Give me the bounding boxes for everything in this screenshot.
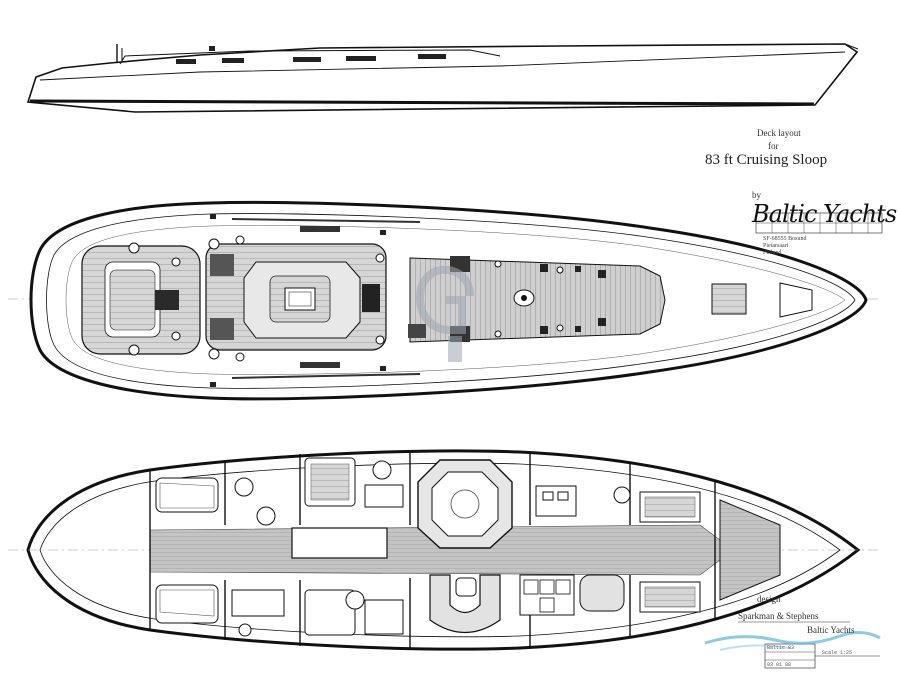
address-line-1: SF-68555 Bosund xyxy=(763,236,807,242)
watermark-wave xyxy=(704,631,881,645)
profile-port-3 xyxy=(293,57,321,62)
guest-berth-starboard xyxy=(304,589,356,636)
profile-winch xyxy=(209,46,215,51)
profile-deckhouse xyxy=(119,49,501,65)
companionway-hatch xyxy=(284,287,316,311)
address-line-3: Finland xyxy=(763,250,782,256)
profile-port-4 xyxy=(346,56,376,61)
builder-name: Baltic Yachts xyxy=(807,625,855,635)
profile-port-5 xyxy=(418,54,446,59)
title-block-row-2: Scale 1:25 xyxy=(822,650,853,656)
drawing-title: 83 ft Cruising Sloop xyxy=(705,152,828,168)
profile-view xyxy=(26,43,859,113)
profile-sheer xyxy=(39,51,846,81)
galley xyxy=(535,485,577,517)
by-caption: by xyxy=(752,190,761,200)
title-block-row-1: Baltic 83 xyxy=(767,645,795,651)
watermark-logo xyxy=(415,265,474,362)
title-block xyxy=(738,212,883,669)
aft-berth-port xyxy=(155,477,219,513)
brand-logo: Baltic Yachts xyxy=(752,200,897,228)
genoa-track-starboard xyxy=(231,373,421,379)
forward-hatch xyxy=(711,283,747,315)
address-line-2: Pietarsaari xyxy=(763,243,789,249)
deck-toerail-inner xyxy=(65,225,846,375)
for-caption: for xyxy=(768,141,779,151)
genoa-track-port xyxy=(231,218,421,223)
profile-port-1 xyxy=(176,59,196,64)
aft-wheel-box xyxy=(155,290,179,310)
title-block-row-3: 03 01 88 xyxy=(767,662,792,668)
profile-boottop xyxy=(29,99,815,106)
deck-plan-view xyxy=(8,200,878,401)
saloon-settee xyxy=(429,574,501,633)
design-caption: design xyxy=(757,594,781,604)
profile-forestay xyxy=(844,43,859,50)
designer-name: Sparkman & Stephens xyxy=(738,611,819,621)
interior-plan-view xyxy=(8,449,880,651)
profile-port-2 xyxy=(222,58,244,63)
forepeak xyxy=(719,499,781,601)
aft-berth-starboard xyxy=(155,584,219,624)
winches xyxy=(128,235,564,362)
deck-layout-caption: Deck layout xyxy=(757,128,801,138)
nav-table xyxy=(291,527,388,559)
